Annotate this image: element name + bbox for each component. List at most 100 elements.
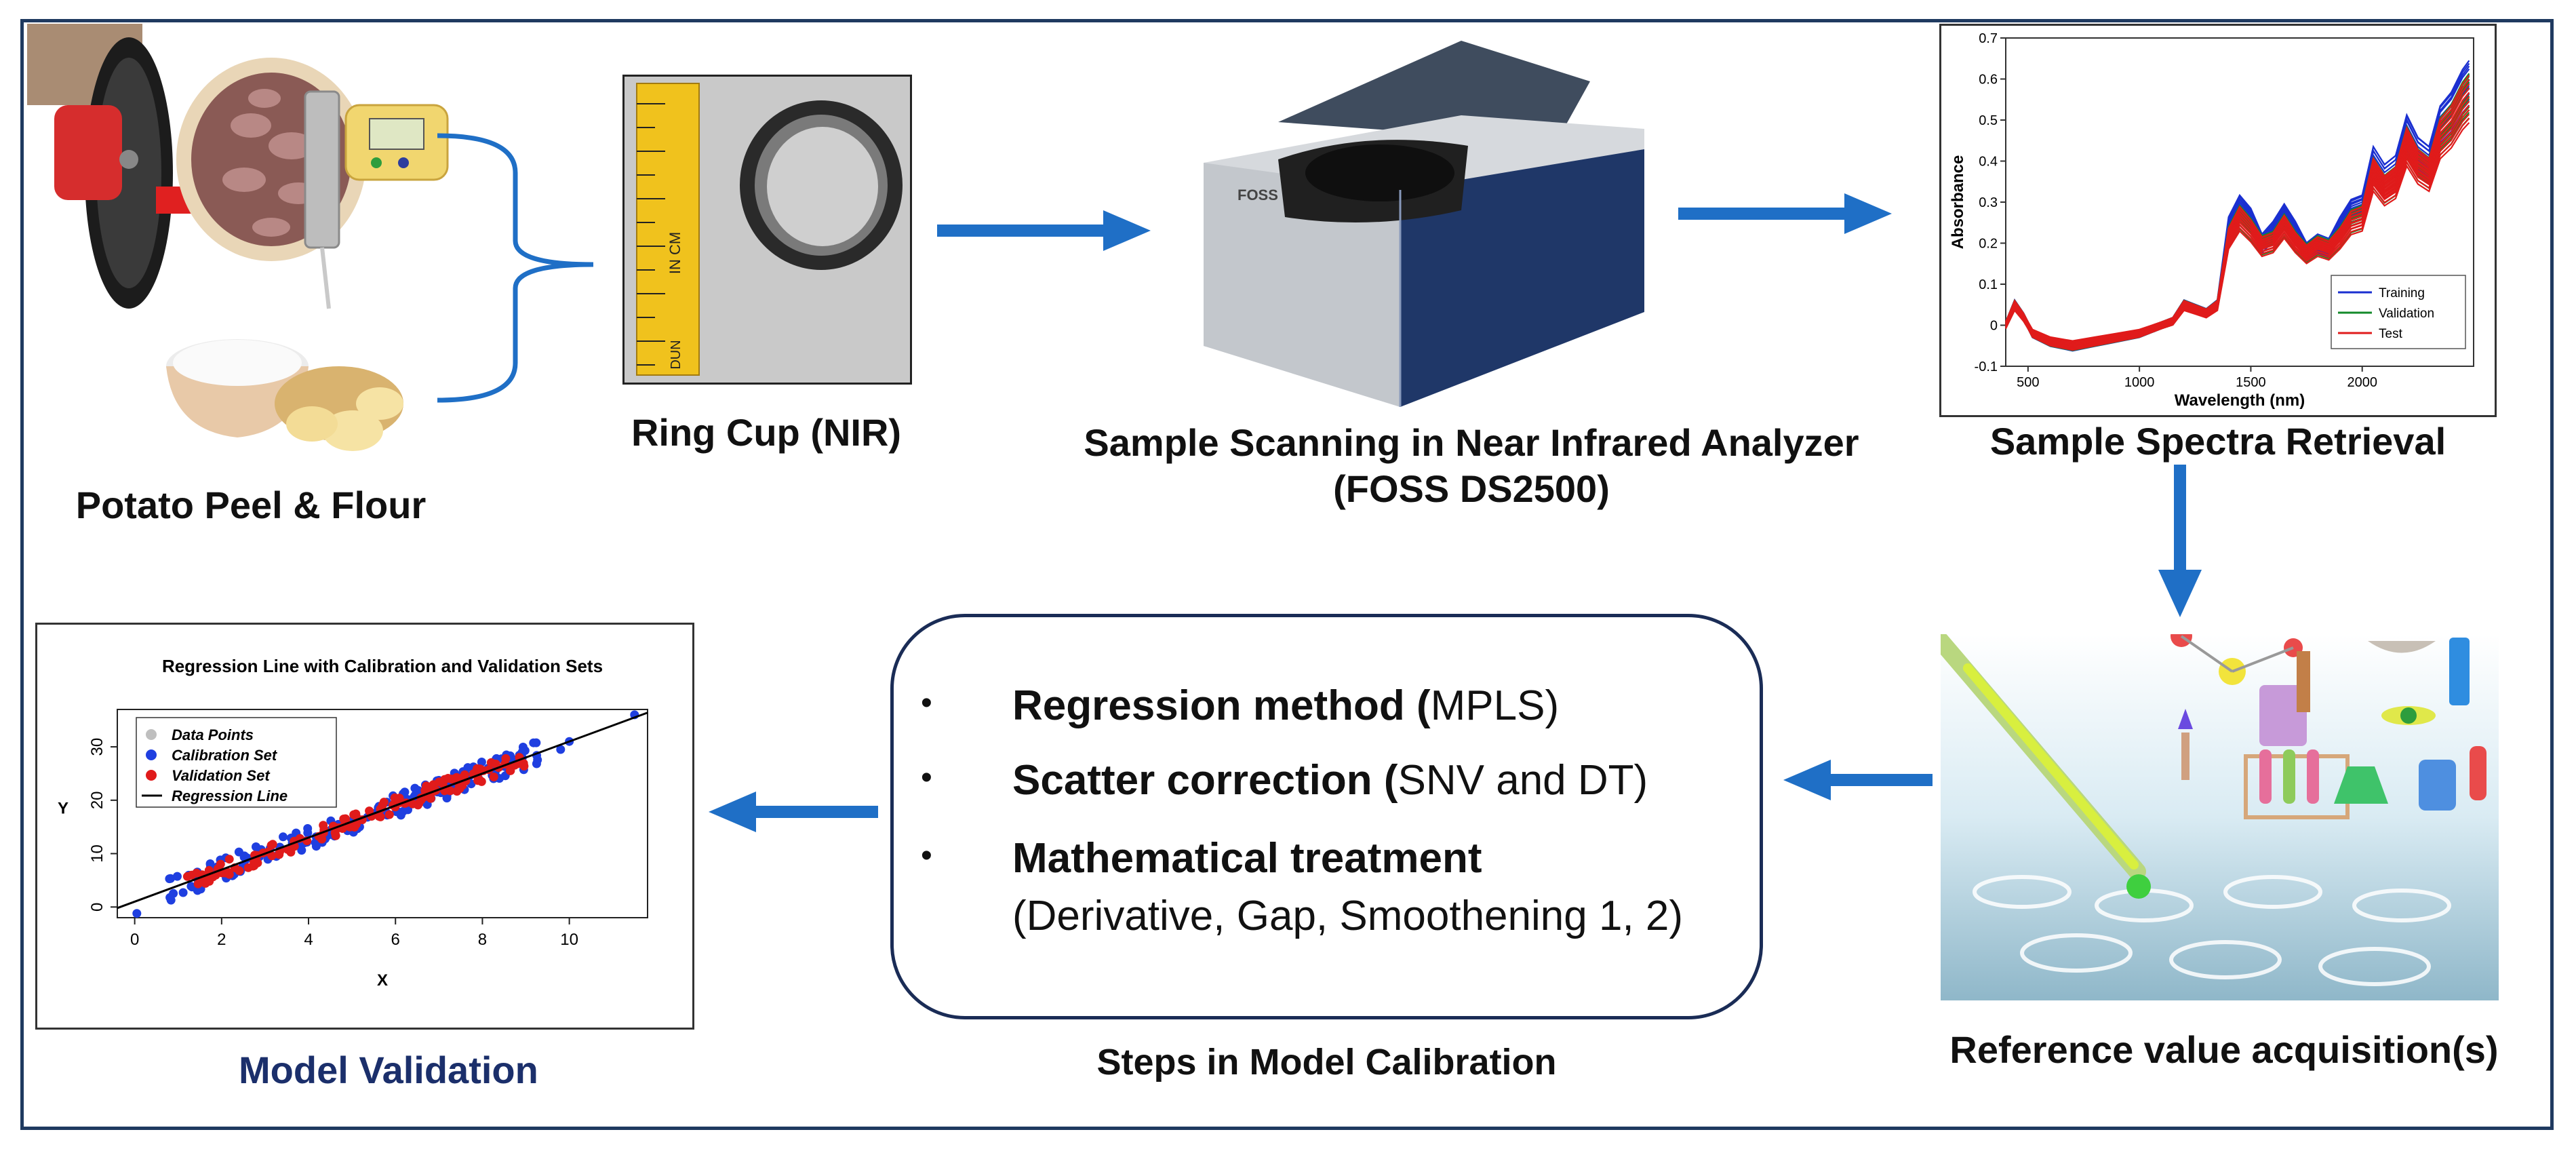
- step-math-detail-text: (Derivative, Gap, Smoothening 1, 2): [1012, 893, 1684, 939]
- ring-cup-photo: IN CM DUN: [622, 75, 912, 385]
- calibration-point: [396, 811, 405, 820]
- scan-label-line2: (FOSS DS2500): [1333, 467, 1610, 510]
- validation-point: [250, 857, 259, 867]
- spectrum-line-test: [2004, 75, 2470, 348]
- validation-point: [374, 812, 384, 821]
- validation-point: [216, 859, 225, 869]
- ruler-brand-text: DUN: [669, 340, 683, 369]
- y-tick-label: 0: [88, 903, 106, 912]
- validation-point: [331, 831, 340, 840]
- calibration-point: [166, 874, 175, 883]
- validation-point: [339, 815, 349, 823]
- x-tick-label: 6: [391, 931, 400, 949]
- calibration-point: [463, 763, 473, 773]
- regression-chart: Regression Line with Calibration and Val…: [58, 656, 648, 990]
- arrow-right-1: [937, 210, 1151, 251]
- validation-point: [187, 870, 197, 880]
- validation-point: [447, 775, 456, 784]
- validation-point: [384, 810, 394, 819]
- legend-label: Validation: [2379, 307, 2434, 321]
- calibration-point: [252, 842, 260, 851]
- validation-point: [220, 868, 229, 878]
- y-tick-label: 0.6: [1979, 73, 1998, 87]
- validation-point: [275, 850, 284, 859]
- diagram-frame: [20, 19, 2554, 1130]
- y-axis-label: Absorbance: [1949, 155, 1967, 250]
- x-tick-label: 0: [130, 931, 139, 949]
- y-tick-label: 0.4: [1979, 155, 1998, 170]
- reference-lab-image: [1941, 634, 2499, 1000]
- calibration-point: [165, 893, 175, 902]
- spectra-label: Sample Spectra Retrieval: [1989, 420, 2446, 463]
- x-tick-label: 4: [304, 931, 313, 949]
- x-axis-label: Wavelength (nm): [2175, 391, 2305, 410]
- potato-photo: [27, 24, 475, 458]
- bullet-icon: •: [921, 685, 932, 721]
- step-regression-normal: MPLS): [1430, 682, 1560, 729]
- steps-label: Steps in Model Calibration: [1096, 1042, 1557, 1082]
- validation-point: [394, 796, 403, 805]
- nir-analyzer-photo: FOSS: [1176, 27, 1651, 407]
- validation-point: [243, 863, 253, 872]
- y-tick-label: 0.2: [1979, 237, 1998, 252]
- y-tick-label: 0.3: [1979, 195, 1998, 210]
- regression-chart-panel: Regression Line with Calibration and Val…: [35, 623, 694, 1030]
- validation-point: [435, 777, 444, 787]
- validation-point: [452, 787, 462, 796]
- legend-label: Test: [2379, 327, 2403, 341]
- validation-point: [475, 775, 484, 785]
- y-tick-label: 20: [88, 791, 106, 809]
- calibration-point: [297, 846, 306, 855]
- y-tick-label: 0.7: [1979, 31, 1998, 46]
- grouping-brace: [434, 132, 603, 404]
- validation-point: [505, 766, 515, 775]
- legend-swatch: [146, 749, 157, 760]
- legend-swatch: [146, 770, 157, 781]
- arrow-left-1: [1783, 760, 1933, 800]
- y-tick-label: -0.1: [1975, 359, 1998, 374]
- arrow-right-2: [1678, 193, 1892, 234]
- legend-label: Regression Line: [172, 787, 288, 804]
- calibration-point: [556, 745, 566, 754]
- calibration-point: [532, 759, 541, 768]
- y-tick-label: 0.1: [1979, 277, 1998, 292]
- calibration-point: [303, 824, 313, 833]
- x-tick-label: 1500: [2236, 375, 2266, 390]
- validation-point: [489, 773, 498, 781]
- step-scatter-bold: Scatter correction (: [1012, 757, 1398, 804]
- legend-swatch: [146, 729, 157, 740]
- validation-point: [491, 759, 500, 768]
- x-axis-label: X: [377, 971, 388, 990]
- potato-label: Potato Peel & Flour: [75, 484, 427, 526]
- legend-label: Data Points: [172, 726, 254, 743]
- validation-point: [224, 855, 234, 864]
- y-tick-label: 10: [88, 844, 106, 863]
- x-tick-label: 500: [2017, 375, 2039, 390]
- x-tick-label: 8: [478, 931, 487, 949]
- x-tick-label: 2: [217, 931, 226, 949]
- x-tick-label: 1000: [2124, 375, 2155, 390]
- spectrum-line-test: [2004, 79, 2470, 350]
- calibration-steps-box: • Regression method (MPLS) • Scatter cor…: [890, 614, 1763, 1019]
- regression-line: [117, 711, 648, 910]
- calibration-point: [178, 888, 188, 897]
- x-tick-label: 10: [560, 931, 578, 949]
- spectrum-line-test: [2004, 83, 2470, 351]
- legend-label: Validation Set: [172, 767, 271, 784]
- validation-point: [379, 798, 389, 807]
- validation-point: [268, 840, 277, 849]
- arrow-left-2: [709, 792, 878, 832]
- calibration-point: [172, 872, 182, 881]
- calibration-point: [132, 909, 142, 918]
- step-regression-bold: Regression method (: [1012, 682, 1431, 729]
- calibration-point: [477, 758, 486, 766]
- legend-label: Calibration Set: [172, 747, 278, 764]
- ruler-unit-text: IN CM: [667, 232, 683, 274]
- ring-cup-label: Ring Cup (NIR): [631, 411, 902, 454]
- validation-point: [365, 806, 374, 816]
- legend-label: Training: [2379, 286, 2425, 300]
- y-tick-label: 0: [1990, 319, 1998, 334]
- reference-label: Reference value acquisition(s): [1949, 1028, 2499, 1071]
- validation-point: [235, 866, 244, 876]
